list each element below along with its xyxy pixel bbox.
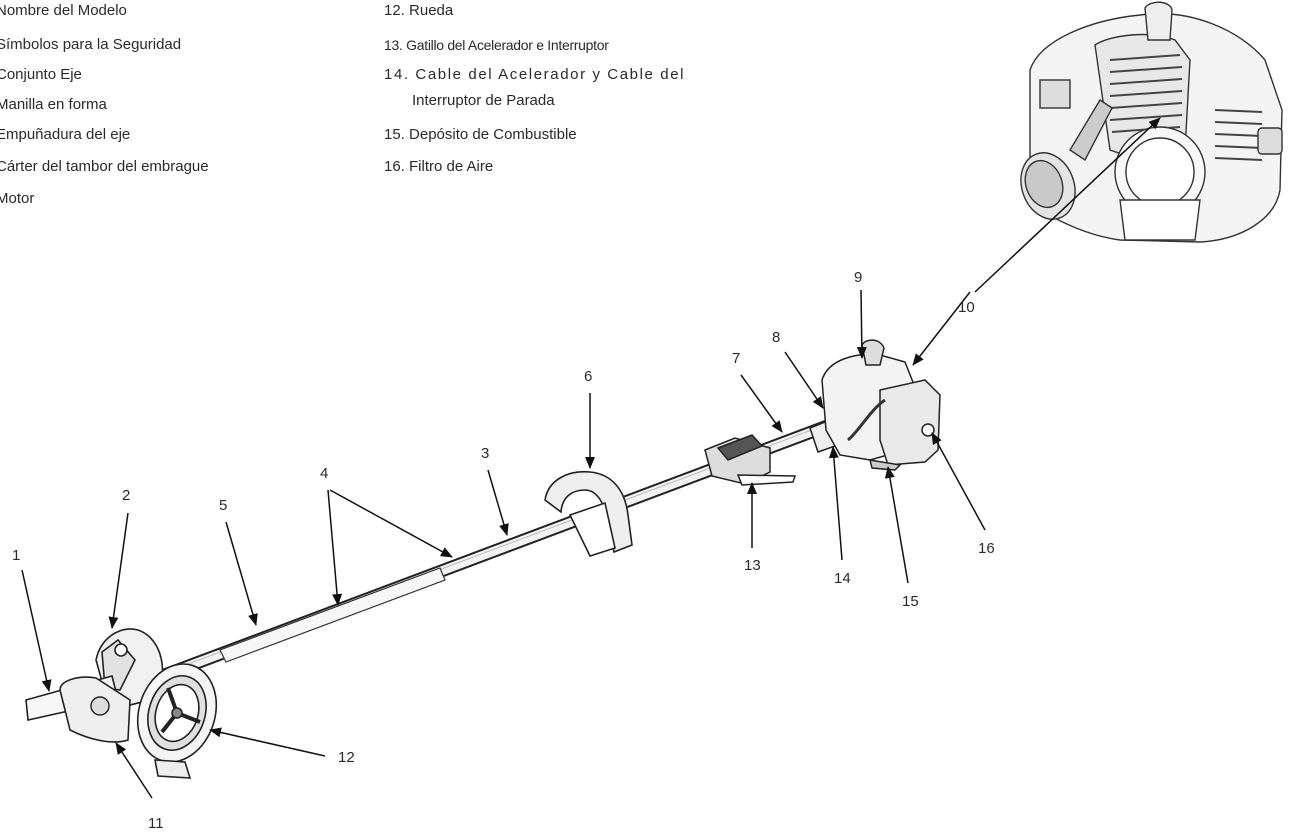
callout-13: 13 bbox=[744, 557, 761, 574]
callout-4: 4 bbox=[320, 465, 328, 482]
callout-numbers: 1 2 3 4 5 6 7 8 9 10 11 12 13 14 15 16 bbox=[12, 269, 995, 832]
leader-15 bbox=[884, 466, 909, 584]
legend-item-throttle-cable: 14. Cable del Acelerador y Cable del bbox=[384, 66, 686, 83]
legend-item-throttle-trigger: 13. Gatillo del Acelerador e Interruptor bbox=[384, 37, 609, 53]
leader-4a bbox=[329, 489, 453, 558]
wheel-shape bbox=[136, 663, 218, 779]
leader-9 bbox=[856, 289, 867, 359]
engine-body-shape bbox=[809, 339, 941, 471]
callout-7: 7 bbox=[732, 350, 740, 367]
legend-item-shaft-grip: Empuñadura del eje bbox=[0, 126, 131, 143]
legend-item-fuel-tank: 15. Depósito de Combustible bbox=[384, 126, 577, 143]
legend-item-engine: Motor bbox=[0, 190, 35, 207]
leader-4b bbox=[327, 489, 343, 606]
leader-lines bbox=[21, 117, 1161, 799]
legend-item-clutch-housing: Cárter del tambor del embrague bbox=[0, 158, 209, 175]
leader-8 bbox=[784, 351, 824, 409]
leader-7 bbox=[740, 374, 783, 433]
leader-2 bbox=[108, 512, 129, 629]
leader-11 bbox=[115, 742, 153, 799]
callout-3: 3 bbox=[481, 445, 489, 462]
leader-10b bbox=[974, 117, 1161, 293]
loop-handle-shape bbox=[544, 470, 633, 557]
leader-1 bbox=[21, 569, 52, 692]
callout-15: 15 bbox=[902, 593, 919, 610]
callout-16: 16 bbox=[978, 540, 995, 557]
callout-14: 14 bbox=[834, 570, 851, 587]
legend-item-model-name: Nombre del Modelo bbox=[0, 2, 127, 19]
engine-detail-illustration bbox=[1020, 1, 1283, 243]
leader-16 bbox=[931, 432, 986, 531]
blade-bolt-shape bbox=[90, 696, 110, 716]
callout-5: 5 bbox=[219, 497, 227, 514]
callout-8: 8 bbox=[772, 329, 780, 346]
legend-item-throttle-cable-cont: Interruptor de Parada bbox=[412, 92, 555, 109]
callout-10: 10 bbox=[958, 299, 975, 316]
callout-6: 6 bbox=[584, 368, 592, 385]
leader-10a bbox=[912, 291, 971, 366]
leader-14 bbox=[828, 446, 843, 561]
callout-12: 12 bbox=[338, 749, 355, 766]
callout-11: 11 bbox=[148, 815, 164, 832]
leader-12 bbox=[209, 727, 326, 757]
legend-item-air-filter: 16. Filtro de Aire bbox=[384, 158, 494, 175]
callout-2: 2 bbox=[122, 487, 130, 504]
legend-item-loop-handle: Manilla en forma bbox=[0, 96, 107, 113]
legend-item-wheel: 12. Rueda bbox=[384, 2, 454, 19]
legend-item-shaft-assembly: Conjunto Eje bbox=[0, 66, 82, 83]
shaft-grip-shape bbox=[219, 567, 446, 663]
leader-3 bbox=[487, 469, 509, 536]
leader-5 bbox=[225, 521, 258, 626]
legend-item-safety-symbols: Símbolos para la Seguridad bbox=[0, 36, 182, 53]
callout-1: 1 bbox=[12, 547, 20, 564]
callout-9: 9 bbox=[854, 269, 862, 286]
